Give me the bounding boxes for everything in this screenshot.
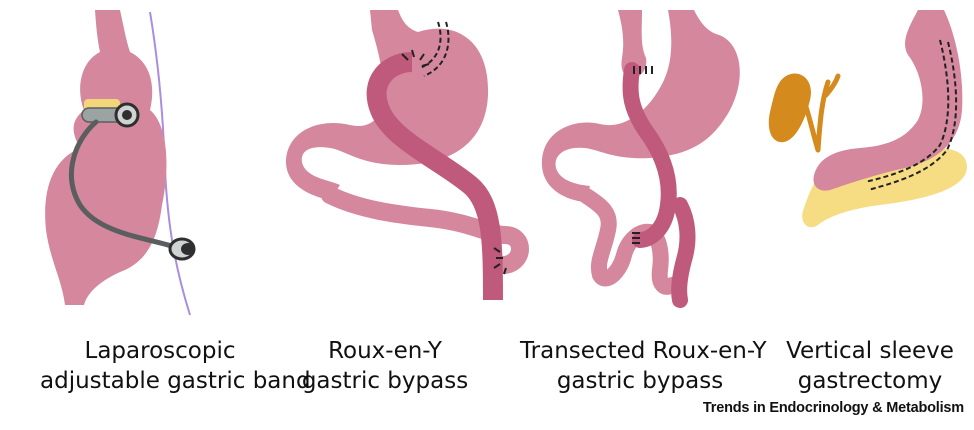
gastric-band-figure xyxy=(45,10,195,315)
caption-line: Transected Roux-en-Y xyxy=(520,336,760,366)
trygb-common-channel xyxy=(679,205,687,300)
band-stomach xyxy=(45,10,166,305)
procedures-illustration xyxy=(0,0,974,330)
caption-line: Roux-en-Y xyxy=(285,336,485,366)
roux-en-y-figure xyxy=(286,10,520,300)
sleeve-gastrectomy-figure xyxy=(769,10,967,227)
caption-transected-roux-en-y: Transected Roux-en-Y gastric bypass xyxy=(520,336,760,396)
caption-line: gastric bypass xyxy=(520,366,760,396)
caption-line: Laparoscopic xyxy=(40,336,280,366)
journal-credit: Trends in Endocrinology & Metabolism xyxy=(703,400,964,416)
trygb-biliopancreatic-limb xyxy=(585,195,672,287)
caption-roux-en-y: Roux-en-Y gastric bypass xyxy=(285,336,485,396)
caption-line: gastrectomy xyxy=(770,366,970,396)
caption-line: adjustable gastric band xyxy=(40,366,280,396)
transected-rygb-figure xyxy=(542,10,740,300)
caption-gastric-band: Laparoscopic adjustable gastric band xyxy=(40,336,280,396)
caption-line: gastric bypass xyxy=(285,366,485,396)
caption-line: Vertical sleeve xyxy=(770,336,970,366)
caption-sleeve-gastrectomy: Vertical sleeve gastrectomy xyxy=(770,336,970,396)
